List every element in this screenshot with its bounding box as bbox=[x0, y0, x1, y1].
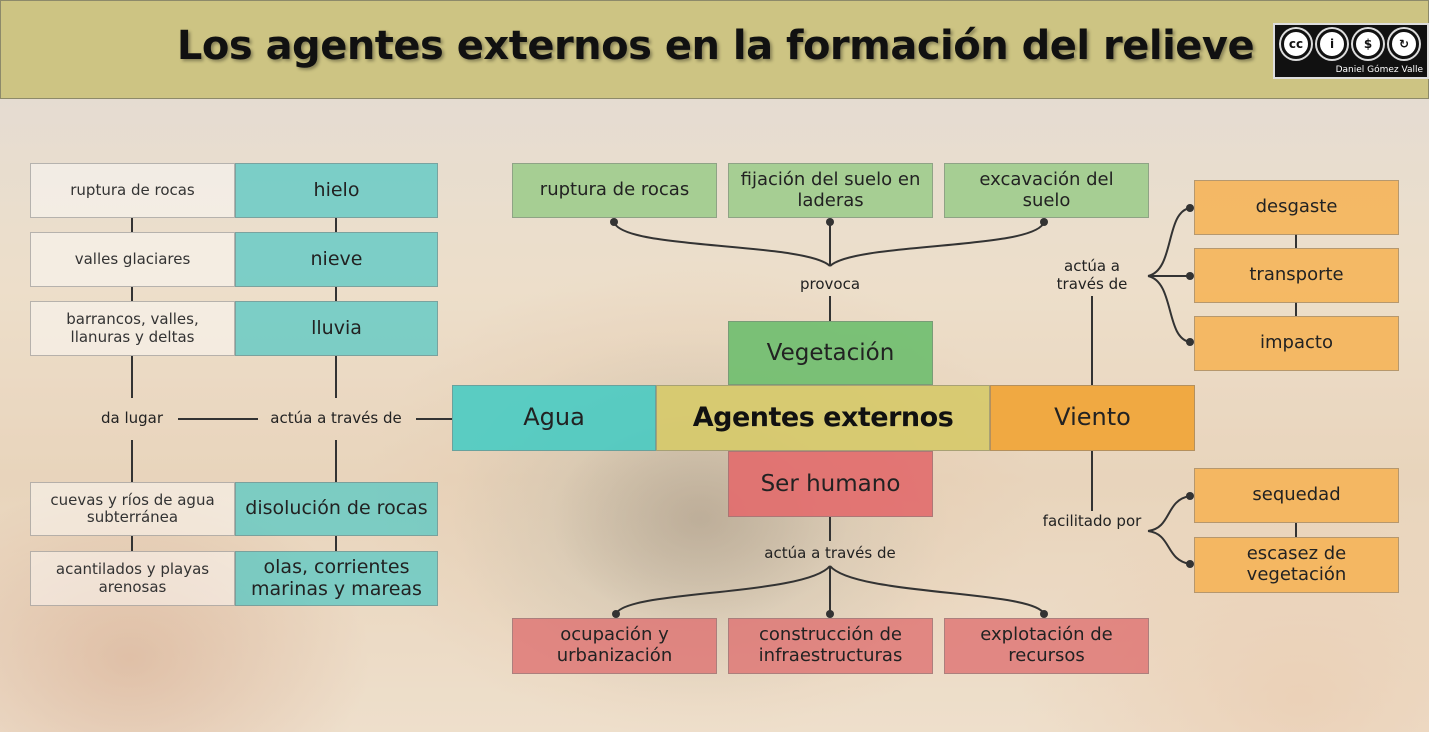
header-bar: Los agentes externos en la formación del… bbox=[0, 0, 1429, 99]
result-acantilados: acantilados y playas arenosas bbox=[30, 551, 235, 606]
line-facilitado-escasez bbox=[1148, 531, 1190, 564]
viento-action-impacto: impacto bbox=[1194, 316, 1399, 371]
dot-fijacion bbox=[826, 218, 834, 226]
dot-escasez bbox=[1186, 560, 1194, 568]
result-barrancos: barrancos, valles, llanuras y deltas bbox=[30, 301, 235, 356]
line-actua-explotacion bbox=[830, 566, 1044, 614]
dot-ocupacion bbox=[612, 610, 620, 618]
dot-explotacion bbox=[1040, 610, 1048, 618]
humano-action-explotacion: explotación de recursos bbox=[944, 618, 1149, 674]
node-vegetacion: Vegetación bbox=[728, 321, 933, 385]
label-facilitado-por: facilitado por bbox=[1042, 512, 1142, 530]
dot-ruptura bbox=[610, 218, 618, 226]
page-title: Los agentes externos en la formación del… bbox=[1, 23, 1429, 69]
viento-factor-sequedad: sequedad bbox=[1194, 468, 1399, 523]
result-cuevas: cuevas y ríos de agua subterránea bbox=[30, 482, 235, 536]
line-provoca-excavacion bbox=[830, 222, 1044, 266]
node-viento: Viento bbox=[990, 385, 1195, 451]
result-valles-glaciares: valles glaciares bbox=[30, 232, 235, 287]
license-badge[interactable]: cc i $ ↻ Daniel Gómez Valle bbox=[1273, 23, 1429, 79]
dot-desgaste bbox=[1186, 204, 1194, 212]
dot-sequedad bbox=[1186, 492, 1194, 500]
viento-action-desgaste: desgaste bbox=[1194, 180, 1399, 235]
node-agentes-externos: Agentes externos bbox=[656, 385, 990, 451]
label-provoca: provoca bbox=[780, 275, 880, 293]
agua-agent-nieve: nieve bbox=[235, 232, 438, 287]
humano-action-construccion: construcción de infraestructuras bbox=[728, 618, 933, 674]
line-provoca-ruptura bbox=[614, 222, 830, 266]
dot-construccion bbox=[826, 610, 834, 618]
humano-action-ocupacion: ocupación y urbanización bbox=[512, 618, 717, 674]
line-facilitado-sequedad bbox=[1148, 496, 1190, 531]
label-da-lugar: da lugar bbox=[88, 409, 176, 427]
agua-agent-lluvia: lluvia bbox=[235, 301, 438, 356]
viento-factor-escasez: escasez de vegetación bbox=[1194, 537, 1399, 593]
viento-action-transporte: transporte bbox=[1194, 248, 1399, 303]
agua-agent-hielo: hielo bbox=[235, 163, 438, 218]
label-viento-actua: actúa a través de bbox=[1042, 257, 1142, 293]
result-ruptura-rocas: ruptura de rocas bbox=[30, 163, 235, 218]
dot-transporte bbox=[1186, 272, 1194, 280]
line-actua-impacto bbox=[1148, 276, 1190, 342]
agua-agent-olas: olas, corrientes marinas y mareas bbox=[235, 551, 438, 606]
label-agua-actua: actúa a través de bbox=[258, 409, 414, 427]
veg-effect-fijacion: fijación del suelo en laderas bbox=[728, 163, 933, 218]
label-humano-actua: actúa a través de bbox=[740, 544, 920, 562]
node-ser-humano: Ser humano bbox=[728, 451, 933, 517]
line-actua-desgaste bbox=[1148, 208, 1190, 276]
sa-icon: ↻ bbox=[1389, 29, 1419, 59]
veg-effect-ruptura: ruptura de rocas bbox=[512, 163, 717, 218]
dot-excavacion bbox=[1040, 218, 1048, 226]
by-icon: i bbox=[1317, 29, 1347, 59]
cc-icon: cc bbox=[1281, 29, 1311, 59]
license-author: Daniel Gómez Valle bbox=[1275, 65, 1427, 75]
node-agua: Agua bbox=[452, 385, 656, 451]
agua-agent-disolucion: disolución de rocas bbox=[235, 482, 438, 536]
dot-impacto bbox=[1186, 338, 1194, 346]
veg-effect-excavacion: excavación del suelo bbox=[944, 163, 1149, 218]
line-actua-ocupacion bbox=[616, 566, 830, 614]
nc-icon: $ bbox=[1353, 29, 1383, 59]
